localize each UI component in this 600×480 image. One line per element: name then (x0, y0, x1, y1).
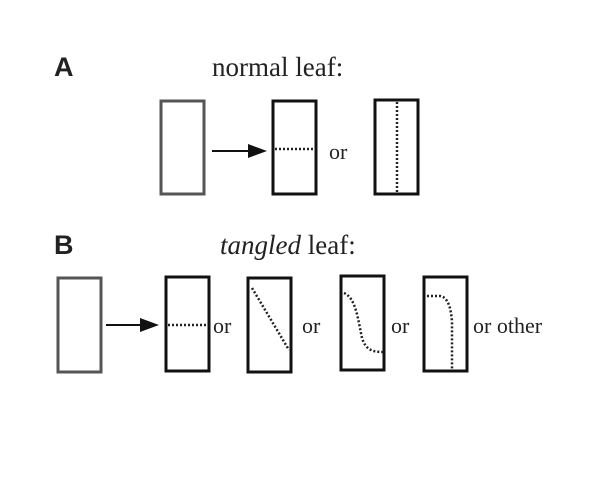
normal-leaf-undivided (159, 99, 206, 196)
tangled-leaf-l-shaped-division (422, 275, 469, 373)
division-arrow (212, 144, 267, 158)
tangled-leaf-undivided (56, 276, 103, 374)
panel-b-or-other: or other (473, 313, 543, 338)
tangled-leaf-oblique-division (246, 276, 293, 374)
panel-b-or-1: or (213, 313, 232, 338)
panel-b-title-rest: leaf: (301, 230, 356, 260)
panel-a: A normal leaf: or (54, 52, 420, 196)
panel-b: B tangled leaf: or or or or other (54, 230, 543, 374)
panel-b-title-italic: tangled (220, 230, 301, 260)
panel-b-letter: B (54, 230, 74, 260)
oblique-division-plane (250, 287, 291, 351)
curved-division-plane (343, 291, 385, 354)
panel-b-title: tangled leaf: (220, 230, 356, 260)
panel-a-title: normal leaf: (212, 52, 343, 82)
tangled-leaf-curved-division (339, 274, 386, 372)
panel-b-or-2: or (302, 313, 321, 338)
panel-b-or-3: or (391, 313, 410, 338)
tangled-division-arrow (106, 318, 159, 332)
panel-a-letter: A (54, 52, 74, 82)
tangled-leaf-transverse-division (164, 275, 211, 373)
panel-a-or: or (329, 139, 348, 164)
normal-leaf-transverse-division (271, 99, 318, 196)
l-shaped-division-plane (427, 294, 454, 370)
normal-leaf-longitudinal-division (373, 98, 420, 196)
